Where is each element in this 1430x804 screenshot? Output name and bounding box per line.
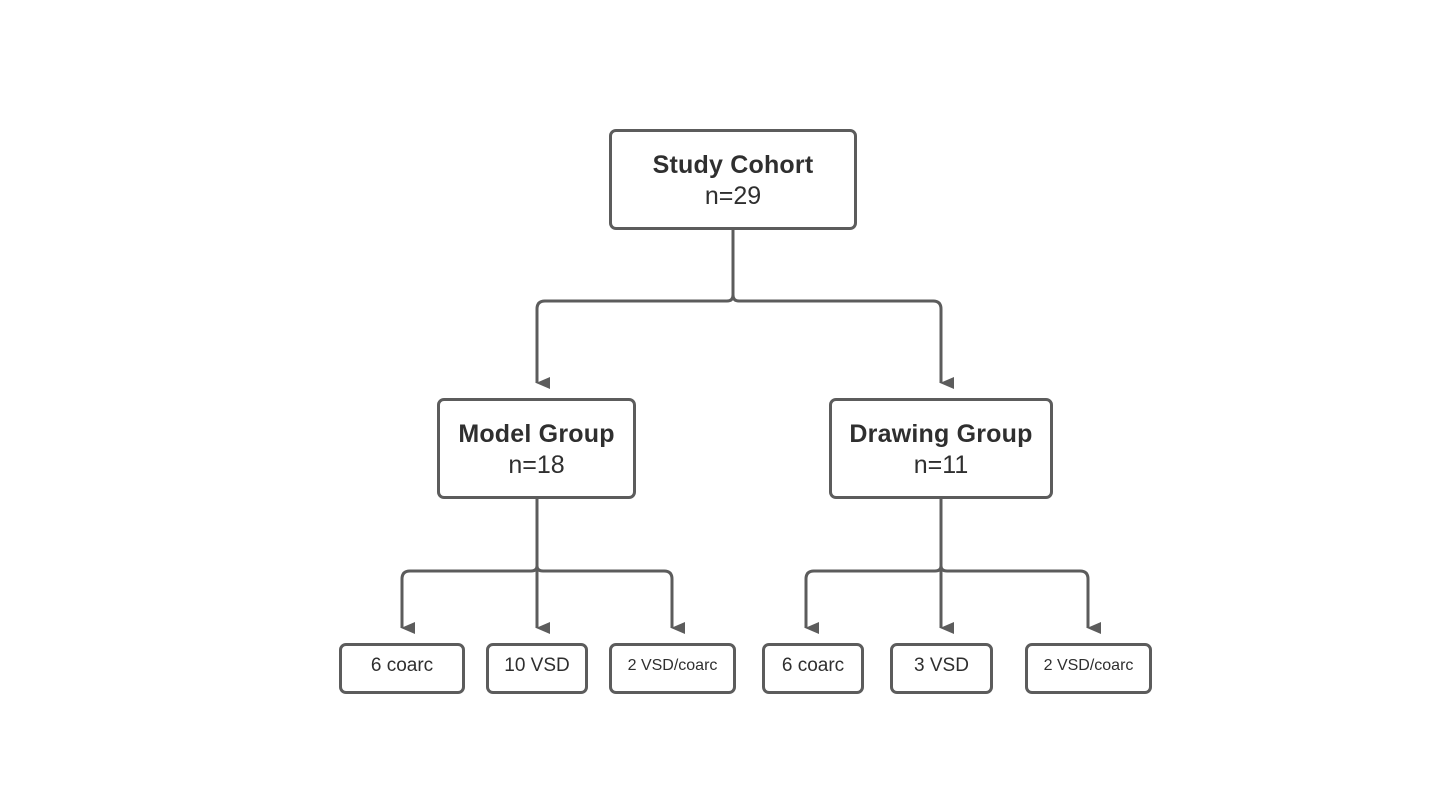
drawing-subgroup-label: 2 VSD/coarc [1043, 656, 1134, 674]
drawing-subgroup-box: 2 VSD/coarc [1025, 643, 1152, 694]
model-subgroup-label: 6 coarc [370, 654, 434, 676]
study-cohort-box: Study Cohort n=29 [609, 129, 857, 230]
drawing-subgroup-box: 6 coarc [762, 643, 864, 694]
model-group-count: n=18 [508, 450, 565, 479]
model-group-box: Model Group n=18 [437, 398, 636, 499]
model-subgroup-box: 2 VSD/coarc [609, 643, 736, 694]
connector-drawing-to-leaf-3 [939, 565, 1101, 634]
drawing-group-count: n=11 [913, 450, 969, 479]
connector-root-to-model [535, 294, 735, 389]
drawing-group-box: Drawing Group n=11 [829, 398, 1053, 499]
connector-model-to-leaf-3 [535, 565, 685, 634]
model-subgroup-label: 10 VSD [504, 654, 570, 676]
connector-root-to-drawing [731, 294, 954, 389]
drawing-group-title: Drawing Group [849, 419, 1033, 448]
study-cohort-title: Study Cohort [652, 150, 814, 179]
model-group-title: Model Group [458, 419, 615, 448]
connector-model-to-leaf-1 [400, 565, 539, 634]
study-cohort-count: n=29 [704, 181, 762, 210]
model-subgroup-label: 2 VSD/coarc [627, 656, 718, 674]
drawing-subgroup-label: 6 coarc [781, 654, 845, 676]
model-subgroup-box: 6 coarc [339, 643, 465, 694]
connector-drawing-to-leaf-1 [804, 565, 943, 634]
drawing-subgroup-label: 3 VSD [914, 654, 969, 676]
model-subgroup-box: 10 VSD [486, 643, 588, 694]
drawing-subgroup-box: 3 VSD [890, 643, 993, 694]
